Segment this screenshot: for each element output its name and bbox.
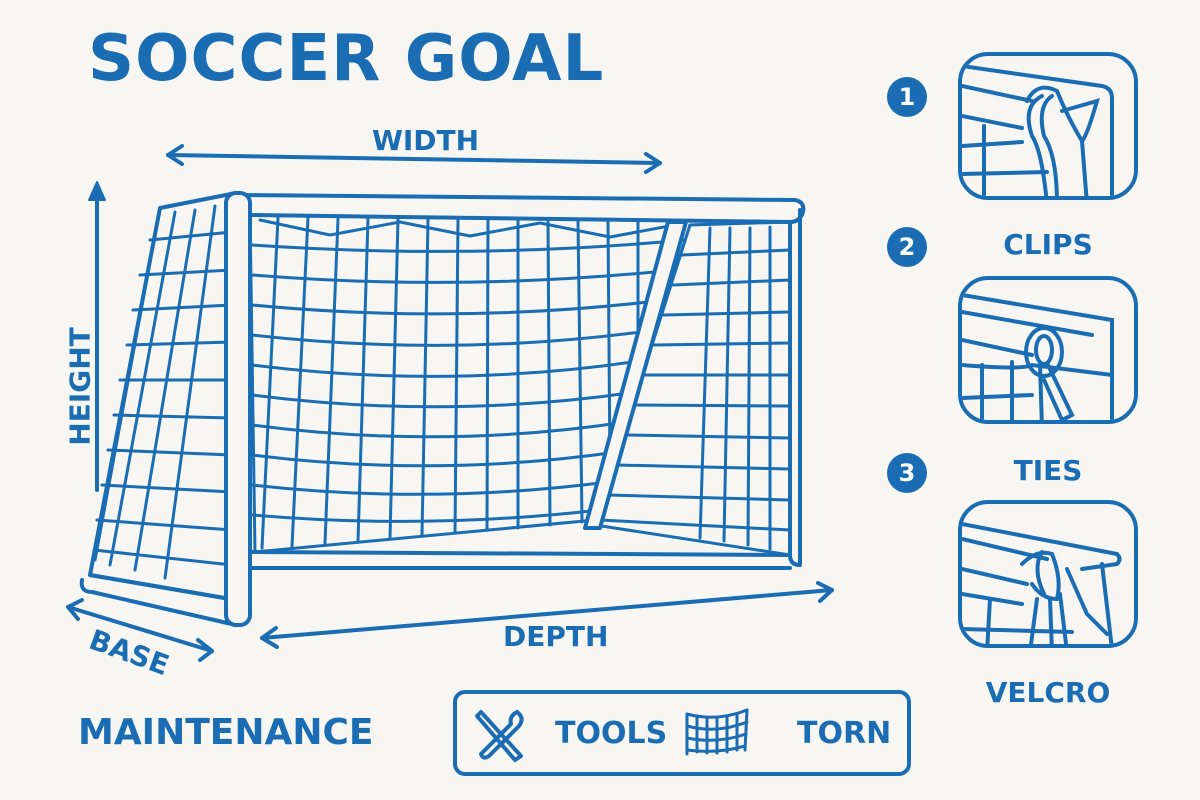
torn-net-icon <box>685 708 749 756</box>
velcro-icon <box>962 522 1122 644</box>
depth-arrow-icon <box>260 581 834 649</box>
width-arrow-icon <box>166 144 662 174</box>
step-number-1: 1 <box>887 77 927 117</box>
maintenance-box: TOOLS TORN <box>453 690 911 776</box>
height-arrow-icon <box>88 181 106 492</box>
ties-label: TIES <box>1013 454 1083 487</box>
depth-label: DEPTH <box>503 620 609 653</box>
tie-icon <box>962 293 1114 420</box>
step-number-2: 2 <box>887 227 927 267</box>
tools-label: TOOLS <box>555 716 668 751</box>
clips-card <box>958 52 1138 200</box>
page-title: SOCCER GOAL <box>88 22 605 96</box>
clips-label: CLIPS <box>1003 228 1093 261</box>
clip-icon <box>962 64 1114 196</box>
maintenance-heading: MAINTENANCE <box>78 712 374 753</box>
velcro-label: VELCRO <box>985 676 1111 709</box>
velcro-card <box>958 500 1138 648</box>
height-label: HEIGHT <box>63 327 97 446</box>
torn-label: TORN <box>797 716 892 751</box>
width-label: WIDTH <box>372 124 480 157</box>
ties-card <box>958 276 1138 424</box>
step-number-3: 3 <box>887 453 927 493</box>
base-arrow-icon <box>66 598 214 662</box>
wrench-screwdriver-icon <box>475 710 524 762</box>
